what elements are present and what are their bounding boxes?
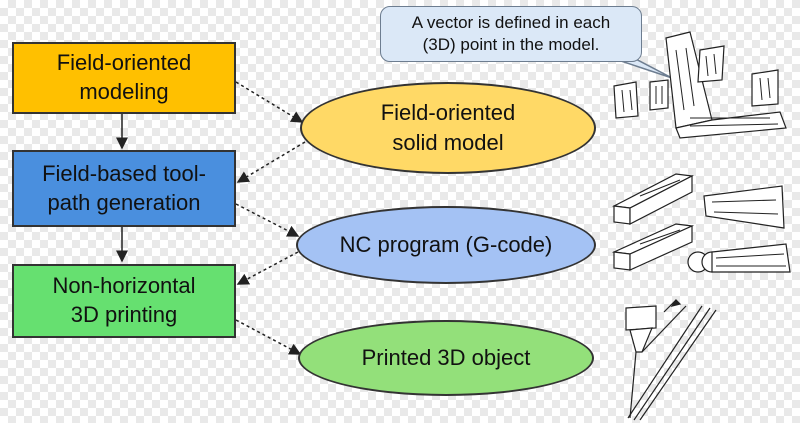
dashed-arrow-modeling-to-model	[235, 81, 304, 123]
dashed-arrow-toolpath-to-program	[235, 203, 300, 237]
toolpath-segments-icon	[611, 173, 791, 273]
dashed-arrow-program-to-printing	[236, 251, 299, 285]
step-field-oriented-modeling: Field-oriented modeling	[12, 42, 236, 114]
vector-field-model-icon	[613, 31, 787, 139]
vector-definition-callout: A vector is defined in each (3D) point i…	[380, 6, 642, 62]
printer-nozzle-icon	[625, 299, 717, 421]
output-printed-3d-object: Printed 3D object	[298, 320, 594, 396]
output-nc-program: NC program (G-code)	[296, 206, 596, 284]
step-non-horizontal-3d-printing: Non-horizontal 3D printing	[12, 264, 236, 338]
dashed-arrow-model-to-toolpath	[236, 141, 306, 183]
dashed-arrow-printing-to-object	[235, 319, 302, 355]
output-field-oriented-solid-model: Field-oriented solid model	[300, 82, 596, 174]
step-field-based-toolpath-generation: Field-based tool- path generation	[12, 150, 236, 227]
